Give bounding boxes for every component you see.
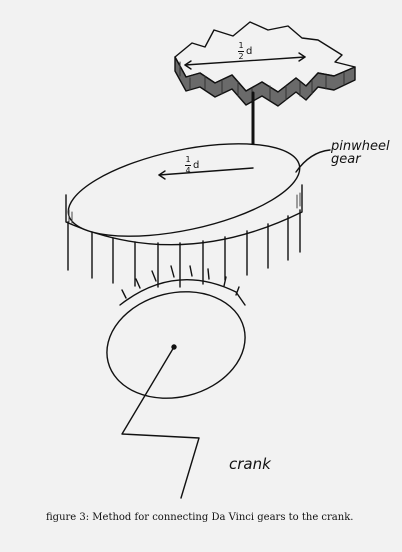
half-denominator: 2: [238, 52, 244, 61]
pinwheel-pins: [67, 209, 301, 288]
crank-arm: [121, 346, 200, 499]
pinwheel-label-line1: pinwheel: [331, 139, 390, 154]
top-star-gear: [174, 21, 356, 107]
quarter-variable: d: [193, 160, 200, 171]
figure-caption: figure 3: Method for connecting Da Vinci…: [46, 512, 354, 523]
pinwheel-gear: [65, 143, 303, 288]
top-gear-side: [174, 56, 356, 107]
drum-gear: [106, 265, 246, 399]
half-variable: d: [246, 46, 253, 57]
quarter-denominator: 4: [185, 166, 191, 175]
half-d-label: 1 2 d: [238, 42, 252, 61]
half-d-arrow: [184, 56, 306, 66]
half-fraction: 1 2: [238, 42, 244, 61]
drum-teeth: [121, 265, 240, 299]
pinwheel-label-line2: gear: [331, 152, 361, 167]
drum-face: [106, 291, 246, 399]
quarter-d-label: 1 4 d: [185, 156, 199, 175]
crank-label: crank: [229, 455, 271, 473]
quarter-d-arrow: [158, 167, 254, 176]
quarter-numerator: 1: [185, 155, 191, 164]
half-numerator: 1: [238, 41, 244, 50]
pinwheel-leader: [295, 149, 331, 173]
quarter-fraction: 1 4: [185, 156, 191, 175]
pinwheel-gear-label: pinwheel gear: [331, 140, 391, 166]
